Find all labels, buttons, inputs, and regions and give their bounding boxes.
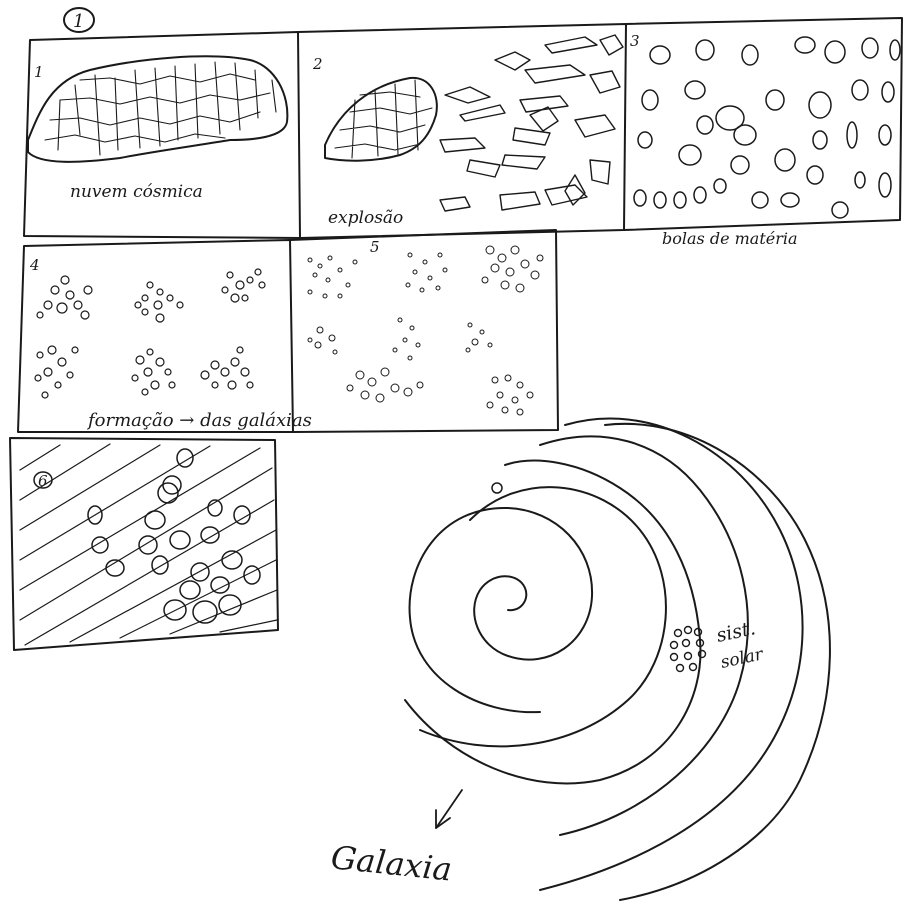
panel-1: 1 nuvem cósmica — [24, 32, 300, 238]
panel-3: 3 — [624, 18, 902, 248]
dotted-clusters — [308, 246, 543, 415]
bubbles — [34, 449, 260, 623]
solar-system-label-line2: solar — [719, 644, 766, 673]
panel-3-number: 3 — [630, 32, 640, 50]
panel-3-caption: bolas de matéria — [662, 229, 798, 248]
page-number-badge: 1 — [64, 8, 94, 32]
spiral-galaxy — [405, 419, 830, 900]
panel-6: 6 — [10, 438, 278, 650]
panel-2-number: 2 — [312, 55, 323, 73]
matter-balls — [634, 37, 900, 218]
panel-5: 5 — [290, 230, 558, 432]
exploding-cloud — [325, 78, 437, 161]
panel-2-caption: explosão — [328, 208, 403, 228]
star-clusters — [35, 269, 265, 398]
cosmic-cloud — [28, 56, 287, 161]
panel-2: 2 explosão — [298, 24, 626, 238]
panel-1-caption: nuvem cósmica — [70, 182, 203, 202]
panel-5-number: 5 — [370, 238, 380, 256]
hatching — [20, 444, 277, 645]
panel-4: 4 formação → das galáxias — [18, 240, 312, 432]
panel-4-number: 4 — [29, 256, 40, 274]
galaxy-label: Galaxia — [329, 838, 454, 888]
arrow-icon — [436, 790, 462, 828]
fragments — [440, 35, 623, 211]
solar-system-label-line1: sist. — [714, 617, 757, 647]
page-number: 1 — [73, 11, 84, 32]
formation-caption: formação → das galáxias — [86, 410, 312, 431]
panel-1-number: 1 — [34, 63, 44, 81]
